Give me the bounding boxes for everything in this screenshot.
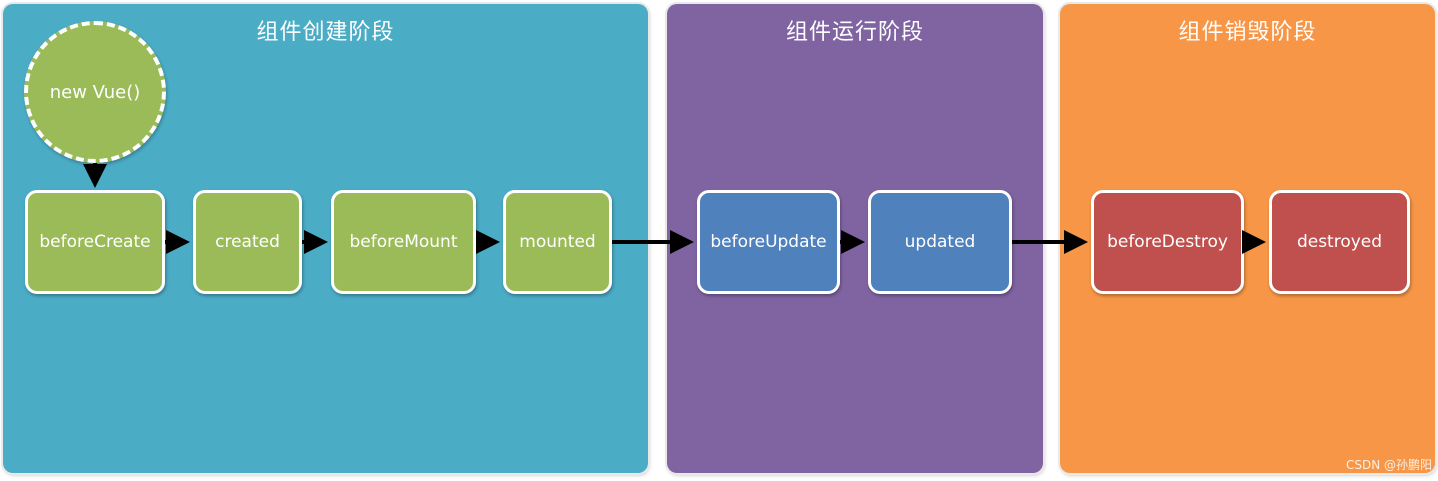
csdn-watermark: CSDN @孙鹏阳: [1345, 458, 1432, 472]
node-before-update: beforeUpdate: [697, 190, 840, 294]
phase-destroy-title: 组件销毁阶段: [1178, 20, 1317, 45]
phase-run-title: 组件运行阶段: [785, 20, 924, 45]
phase-create-title: 组件创建阶段: [256, 20, 395, 45]
node-updated: updated: [868, 190, 1012, 294]
start-node-new-vue: new Vue(): [24, 21, 166, 163]
node-before-mount: beforeMount: [331, 190, 476, 294]
node-created: created: [193, 190, 302, 294]
node-before-destroy: beforeDestroy: [1091, 190, 1244, 294]
node-mounted: mounted: [503, 190, 612, 294]
node-before-create: beforeCreate: [25, 190, 165, 294]
node-destroyed: destroyed: [1269, 190, 1410, 294]
